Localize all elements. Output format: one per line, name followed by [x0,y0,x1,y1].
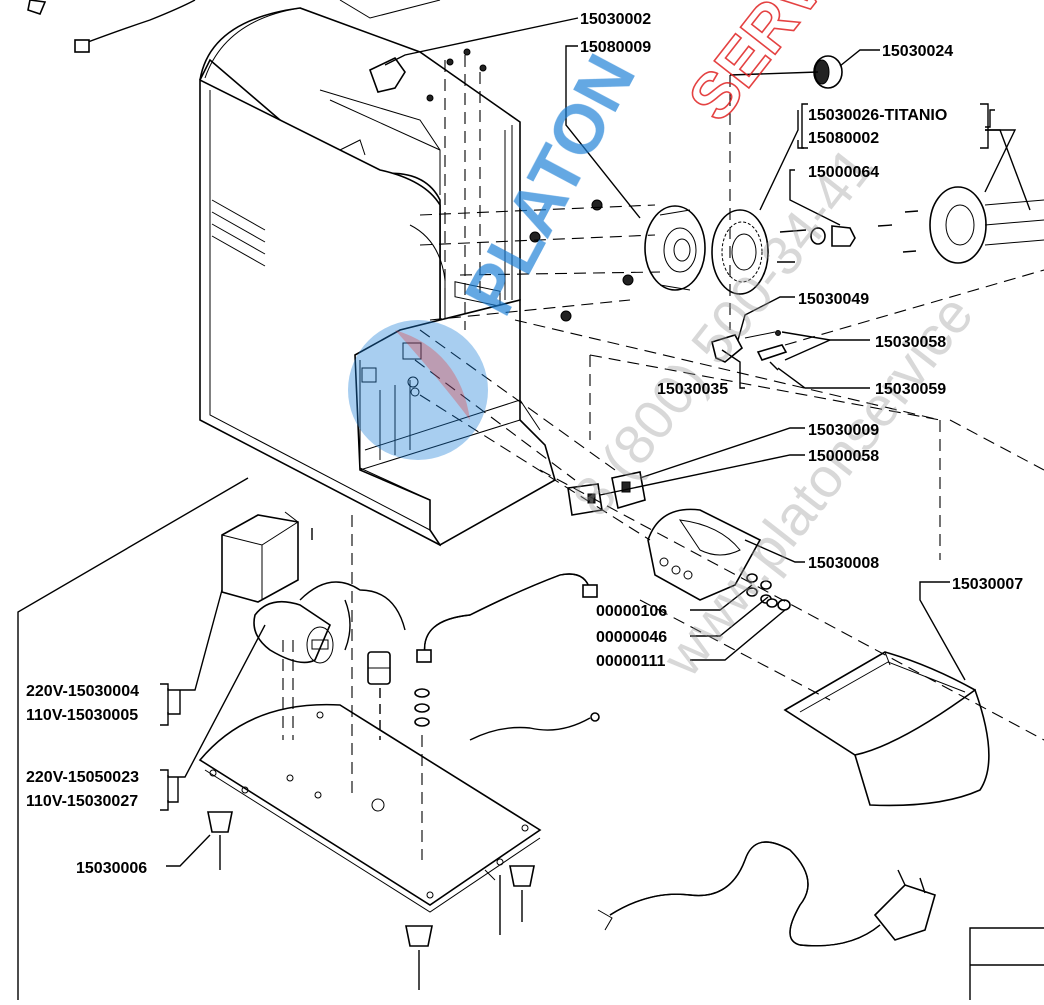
label-15030026-titanio: 15030026-TITANIO [808,107,947,124]
label-00000106: 00000106 [596,603,667,620]
label-220v-15030004: 220V-15030004 [26,683,139,700]
base-plate [198,703,542,913]
label-15030049: 15030049 [798,291,869,308]
assembly-lines [282,55,1044,860]
drip-tray-15030007 [783,651,990,807]
label-00000111: 00000111 [596,653,666,670]
nut-stack [414,688,430,727]
title-block-corner [969,927,1044,1000]
watermark-globe-icon [348,320,488,460]
label-15080002: 15080002 [808,130,879,147]
bracket-15030008 [647,508,762,601]
nut-15000064 [810,225,856,247]
label-brackets [160,103,989,811]
cord-fragment-top [27,0,441,53]
label-220v-15050023: 220V-15050023 [26,769,139,786]
label-15030009: 15030009 [808,422,879,439]
flange-right [929,186,1044,264]
lever-15030049 [711,330,788,371]
label-15080009: 15080009 [580,39,651,56]
foot-left [207,811,233,870]
relay [367,651,391,740]
foot-center [405,925,433,990]
label-15030006: 15030006 [76,860,147,877]
adjust-knob [813,55,843,89]
power-cord [597,841,936,947]
transformer [221,511,313,603]
label-15000058: 15000058 [808,448,879,465]
label-15030059: 15030059 [875,381,946,398]
label-15030024: 15030024 [882,43,953,60]
drip-frame [354,298,556,547]
foot-right [509,865,535,922]
wire-harness-long [416,573,598,663]
reference-frame-lines [17,477,501,1000]
label-15030058: 15030058 [875,334,946,351]
label-110v-15030005: 110V-15030005 [26,707,138,724]
label-15030002: 15030002 [580,11,651,28]
label-15030007: 15030007 [952,576,1023,593]
part-labels: 15030002 15080009 15030024 15030026-TITA… [26,11,1023,877]
label-15030035: 15030035 [657,381,728,398]
wire-harness-small [299,581,406,651]
switch-15030009 [611,471,646,510]
label-110v-15030027: 110V-15030027 [26,793,138,810]
grinder-burr-holder [644,205,706,291]
label-15000064: 15000064 [808,164,879,181]
label-15030008: 15030008 [808,555,879,572]
capacitor [253,600,334,664]
earth-wire [469,712,600,741]
grinder-burr-titanio [711,209,769,295]
label-00000046: 00000046 [596,629,667,646]
